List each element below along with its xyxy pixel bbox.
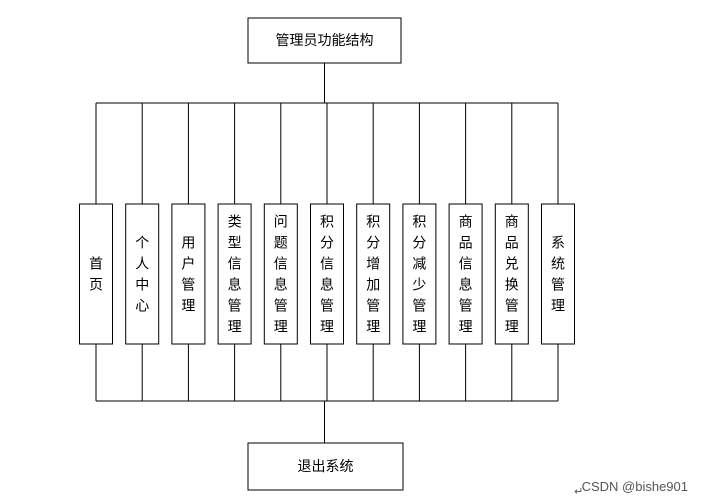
module-label: 问题信息管理 xyxy=(274,215,288,336)
module-node: 用户管理 xyxy=(171,203,206,345)
module-node: 商品信息管理 xyxy=(448,203,483,345)
module-label: 用户管理 xyxy=(181,236,195,315)
module-label: 个人中心 xyxy=(135,236,149,315)
module-label: 积分信息管理 xyxy=(320,215,334,336)
module-label: 积分增加管理 xyxy=(366,215,380,336)
module-node: 积分减少管理 xyxy=(402,203,437,345)
module-box xyxy=(171,203,206,345)
module-label: 首页 xyxy=(89,257,103,294)
module-label: 类型信息管理 xyxy=(228,215,242,336)
module-box xyxy=(217,203,252,345)
module-box xyxy=(494,203,529,345)
module-label: 积分减少管理 xyxy=(412,215,426,336)
connectors xyxy=(95,63,559,443)
root-node: 管理员功能结构 xyxy=(247,17,402,64)
module-box xyxy=(448,203,483,345)
exit-node: 退出系统 xyxy=(247,442,404,491)
module-box xyxy=(263,203,298,345)
exit-label: 退出系统 xyxy=(298,459,354,475)
module-node: 积分信息管理 xyxy=(310,203,344,345)
return-mark: ↵ xyxy=(574,485,584,498)
module-node: 首页 xyxy=(79,203,113,345)
module-box xyxy=(541,203,575,345)
module-nodes: 首页 个人中心 用户管理 类型信息管理 问题信息管理 积分信息管理 积分增加管理 积分减少管理… xyxy=(79,203,575,345)
module-node: 系统管理 xyxy=(541,203,575,345)
module-label: 系统管理 xyxy=(551,236,565,315)
module-node: 类型信息管理 xyxy=(217,203,252,345)
module-box xyxy=(125,203,160,345)
module-node: 积分增加管理 xyxy=(356,203,391,345)
module-label: 商品兑换管理 xyxy=(505,215,519,336)
module-box xyxy=(402,203,437,345)
watermark: CSDN @bishe901 xyxy=(581,479,688,494)
root-label: 管理员功能结构 xyxy=(276,33,374,49)
module-box xyxy=(79,203,113,345)
module-node: 问题信息管理 xyxy=(263,203,298,345)
module-box xyxy=(356,203,391,345)
module-node: 个人中心 xyxy=(125,203,160,345)
module-label: 商品信息管理 xyxy=(459,215,473,336)
module-node: 商品兑换管理 xyxy=(494,203,529,345)
module-box xyxy=(310,203,344,345)
